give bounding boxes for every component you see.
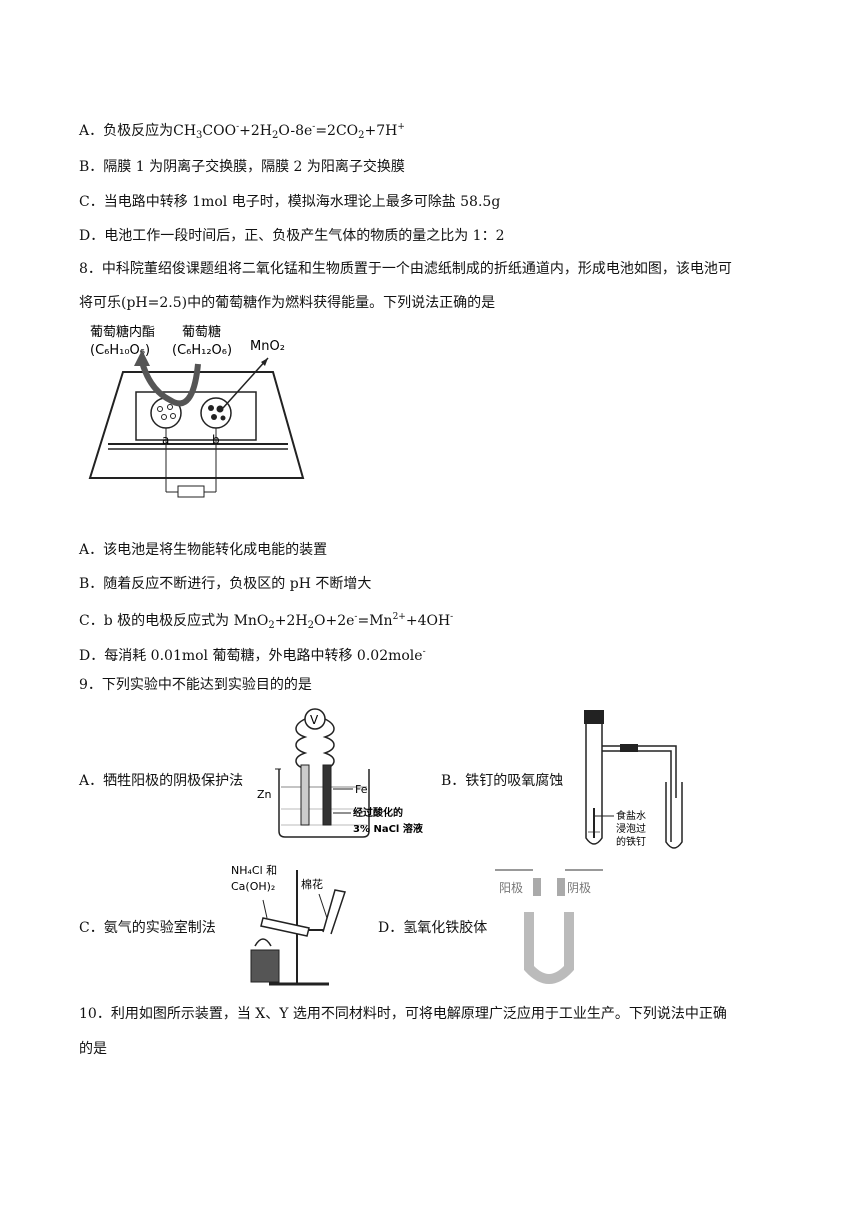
q7-option-b: B．隔膜 1 为阴离子交换膜，隔膜 2 为阳离子交换膜 [79,159,405,175]
fig9a-voltmeter: V [310,713,319,727]
q9-option-c: C．氨气的实验室制法 [79,920,216,936]
q9-stem: 9．下列实验中不能达到实验目的的是 [79,677,312,693]
fig8-label-lactone: 葡萄糖内酯 [90,324,155,340]
q8-stem-line1: 8．中科院董绍俊课题组将二氧化锰和生物质置于一个由滤纸制成的折纸通道内，形成电池… [79,261,732,277]
fig9c-reagent-line1: NH₄Cl 和 [231,864,277,877]
q7-option-a: A．负极反应为CH3COO-+2H2O-8e-=2CO2+7H+ [79,122,405,141]
fig8-label-glucose: 葡萄糖 [182,324,221,340]
q8-battery-figure: 葡萄糖内酯 (C₆H₁₀O₆) 葡萄糖 (C₆H₁₂O₆) MnO₂ a b [88,324,305,498]
q9-figure-b: 食盐水 浸泡过 的铁钉 [584,710,683,849]
fig9b-label-line3: 的铁钉 [616,835,646,848]
q8-option-a: A．该电池是将生物能转化成电能的装置 [79,542,328,558]
fig9d-anode-label: 阳极 [499,881,523,895]
q10-stem-line1: 10．利用如图所示装置，当 X、Y 选用不同材料时，可将电解原理广泛应用于工业生… [79,1006,727,1022]
fig9c-reagent-line2: Ca(OH)₂ [231,880,275,893]
q9-figure-c: NH₄Cl 和 Ca(OH)₂ 棉花 [231,864,346,986]
q9-option-d: D．氢氧化铁胶体 [378,920,488,936]
q8-option-d: D．每消耗 0.01mol 葡萄糖，外电路中转移 0.02mole- [79,647,426,664]
fig9d-cathode-label: 阴极 [567,881,591,895]
fig9a-fe-label: Fe [355,783,368,796]
fig9c-cotton-label: 棉花 [301,877,323,891]
q9-option-b: B．铁钉的吸氧腐蚀 [441,773,564,789]
q9-figure-d: 阳极 阴极 [495,869,603,984]
q9-option-a: A．牺牲阳极的阴极保护法 [79,773,244,789]
fig9b-label-line1: 食盐水 [616,809,646,822]
q9-figure-a: V Zn Fe 经过酸化的 3% NaCl 溶液 [257,708,423,838]
q10-stem-line2: 的是 [79,1041,107,1057]
q8-stem-line2: 将可乐(pH=2.5)中的葡萄糖作为燃料获得能量。下列说法正确的是 [79,295,496,311]
fig8-formula-lactone: (C₆H₁₀O₆) [90,343,150,358]
fig9a-solution-line1: 经过酸化的 [353,806,403,819]
q7-option-c: C．当电路中转移 1mol 电子时，模拟海水理论上最多可除盐 58.5g [79,194,501,210]
fig8-formula-glucose: (C₆H₁₂O₆) [172,343,232,358]
fig9a-solution-line2: 3% NaCl 溶液 [353,822,423,835]
fig9a-zn-label: Zn [257,788,272,801]
fig8-label-mno2: MnO₂ [250,339,285,354]
q8-option-b: B．随着反应不断进行，负极区的 pH 不断增大 [79,576,372,592]
q7-option-d: D．电池工作一段时间后，正、负极产生气体的物质的量之比为 1：2 [79,228,505,244]
q8-option-c: C．b 极的电极反应式为 MnO2+2H2O+2e-=Mn2++4OH- [79,612,454,631]
fig9b-label-line2: 浸泡过 [616,822,646,835]
